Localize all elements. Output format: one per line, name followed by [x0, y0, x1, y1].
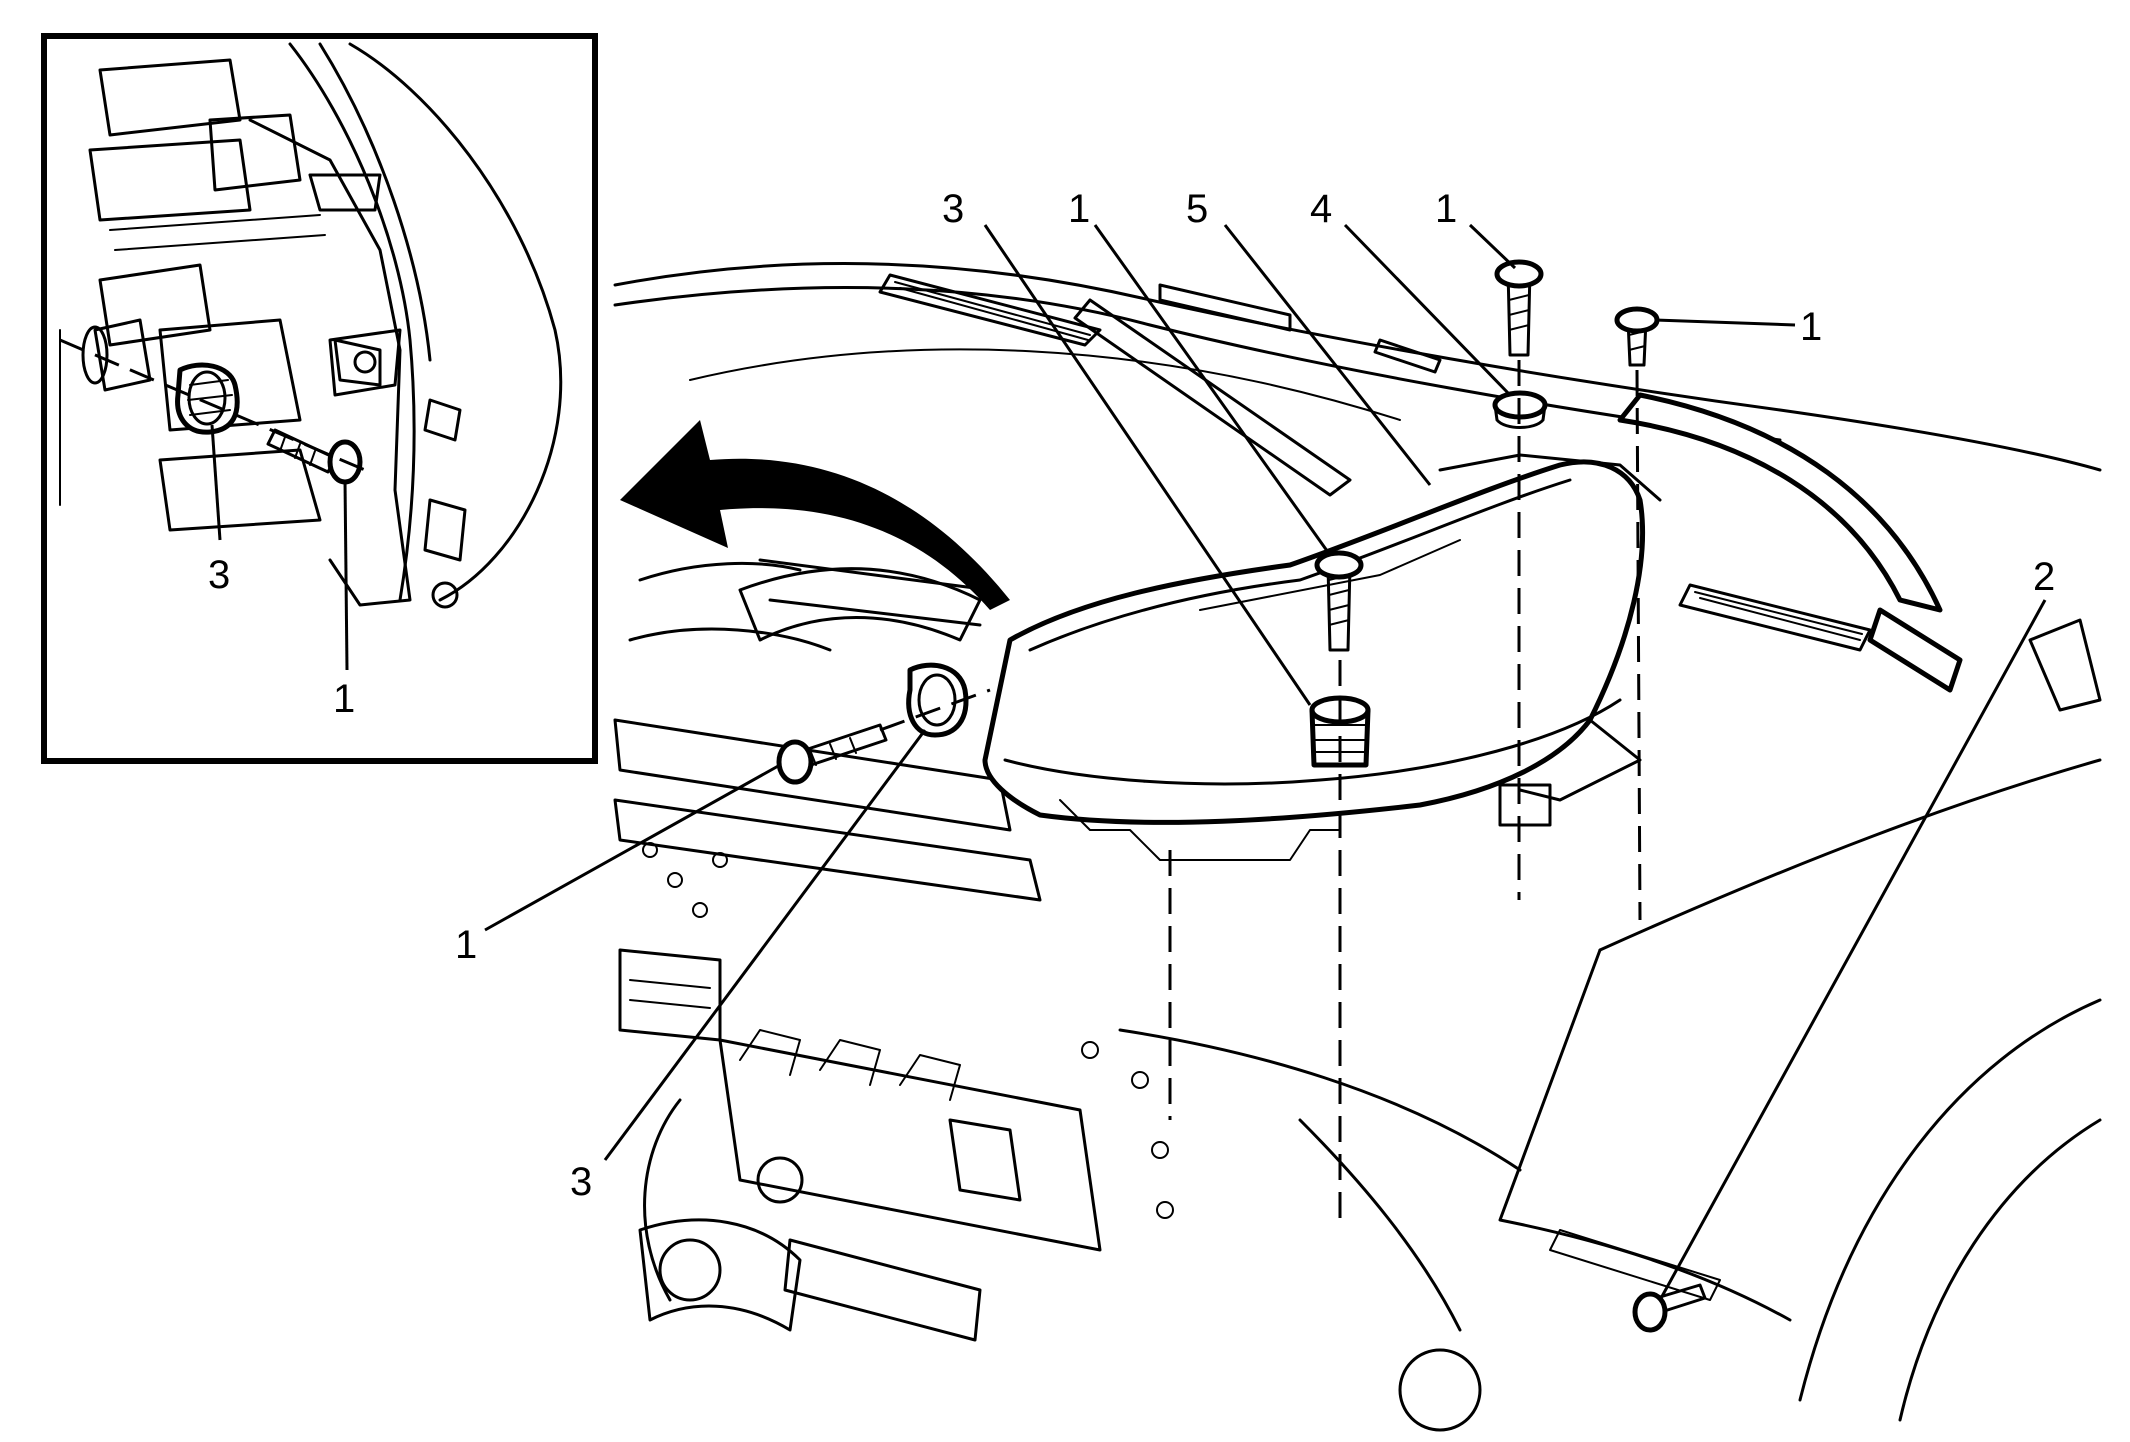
inset-axis: [59, 338, 366, 472]
bolt-fender: [1632, 1283, 1707, 1333]
inset-callout-label-grommet: 3: [208, 553, 230, 597]
callout-label-grommet: 3: [942, 187, 964, 231]
inset-detail: 3 1: [41, 33, 598, 764]
callout-label-fender-bolt: 2: [2033, 555, 2055, 599]
inset-grommet: [175, 362, 240, 435]
inset-frame: [41, 33, 598, 764]
callout-label-washer: 4: [1310, 187, 1332, 231]
axis-side-bolt: [879, 688, 991, 732]
callout-label-headlamp: 5: [1186, 187, 1208, 231]
bolt-headlamp-top: [1314, 550, 1364, 652]
bolt-top-right: [1614, 306, 1660, 367]
headlamp-assembly: [982, 453, 1662, 861]
support-holes: [642, 842, 1174, 1219]
bolt-top-center: [1494, 259, 1544, 357]
front-fender: [1498, 618, 2102, 1422]
inset-callout-label-bolt: 1: [333, 677, 355, 721]
cowl-vent-right: [1678, 583, 1872, 652]
cowl-vent-left: [878, 273, 1102, 347]
callout-leaders: [484, 223, 2047, 1301]
main-illustration: 3 1 5 4 1 1 2 1 3: [455, 187, 2102, 1432]
callout-label-bolt-top: 1: [1435, 187, 1457, 231]
callout-label-bolt: 1: [1068, 187, 1090, 231]
bolt-side: [776, 723, 888, 785]
removal-direction-arrow: [620, 420, 1010, 610]
callout-label-bolt-right: 1: [1800, 305, 1822, 349]
grommet-side: [906, 662, 969, 738]
callout-label-side-bolt: 1: [455, 923, 477, 967]
axis-bolt-top-right: [1635, 369, 1642, 921]
callout-label-side-grommet: 3: [570, 1160, 592, 1204]
